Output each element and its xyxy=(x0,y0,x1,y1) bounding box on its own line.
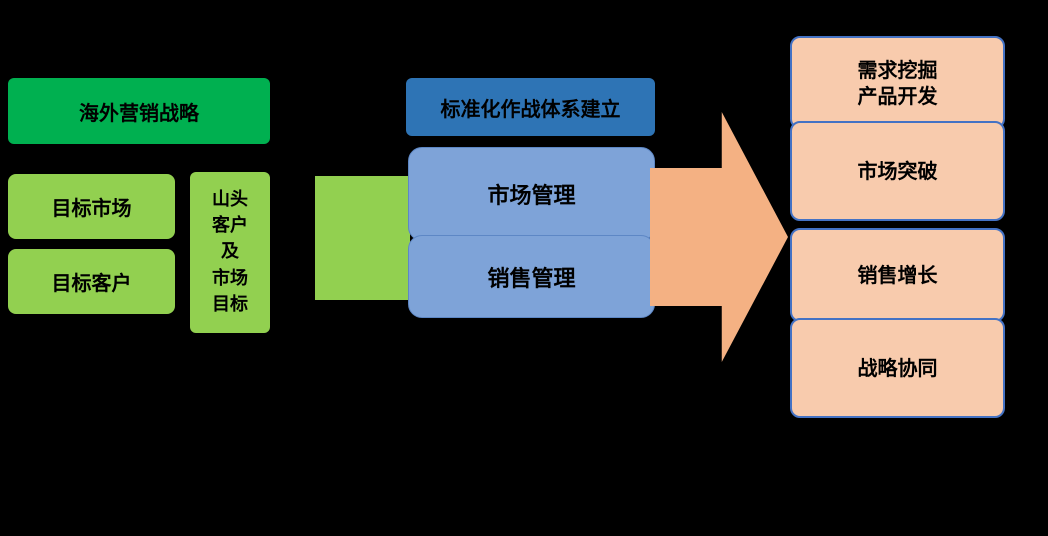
right-arrow-icon xyxy=(650,112,788,362)
target-customer-label: 目标客户 xyxy=(51,271,132,295)
hilltop-customer-market-goal-box: 山头 客户 及 市场 目标 xyxy=(190,172,270,333)
outcome-line: 销售增长 xyxy=(857,263,938,287)
sales-management-label: 销售管理 xyxy=(487,266,576,292)
overseas-marketing-strategy-label: 海外营销战略 xyxy=(79,100,199,125)
outcome-box-demand-mining: 需求挖掘 产品开发 xyxy=(790,36,1005,129)
hilltop-line: 及 xyxy=(221,241,239,263)
market-management-label: 市场管理 xyxy=(487,184,576,209)
hilltop-line: 目标 xyxy=(212,293,248,315)
target-market-label: 目标市场 xyxy=(51,196,132,220)
outcome-box-sales-growth: 销售增长 xyxy=(790,228,1005,322)
outcome-line: 战略协同 xyxy=(857,356,938,380)
standardized-combat-system-label: 标准化作战体系建立 xyxy=(440,96,621,121)
market-management-box: 市场管理 xyxy=(408,147,655,241)
hilltop-line: 山头 xyxy=(212,189,248,211)
outcome-box-strategic-synergy: 战略协同 xyxy=(790,318,1005,418)
outcome-line: 市场突破 xyxy=(857,159,938,183)
overseas-marketing-strategy-box: 海外营销战略 xyxy=(8,78,270,144)
outcome-line: 需求挖掘 xyxy=(857,57,938,82)
standardized-combat-system-box: 标准化作战体系建立 xyxy=(406,78,655,136)
target-customer-box: 目标客户 xyxy=(8,249,175,314)
green-connector-block xyxy=(315,176,410,300)
hilltop-line: 客户 xyxy=(212,215,248,237)
sales-management-box: 销售管理 xyxy=(408,235,655,318)
target-market-box: 目标市场 xyxy=(8,174,175,239)
hilltop-line: 市场 xyxy=(212,267,248,289)
outcome-line: 产品开发 xyxy=(857,83,938,108)
outcome-box-market-breakthrough: 市场突破 xyxy=(790,121,1005,221)
